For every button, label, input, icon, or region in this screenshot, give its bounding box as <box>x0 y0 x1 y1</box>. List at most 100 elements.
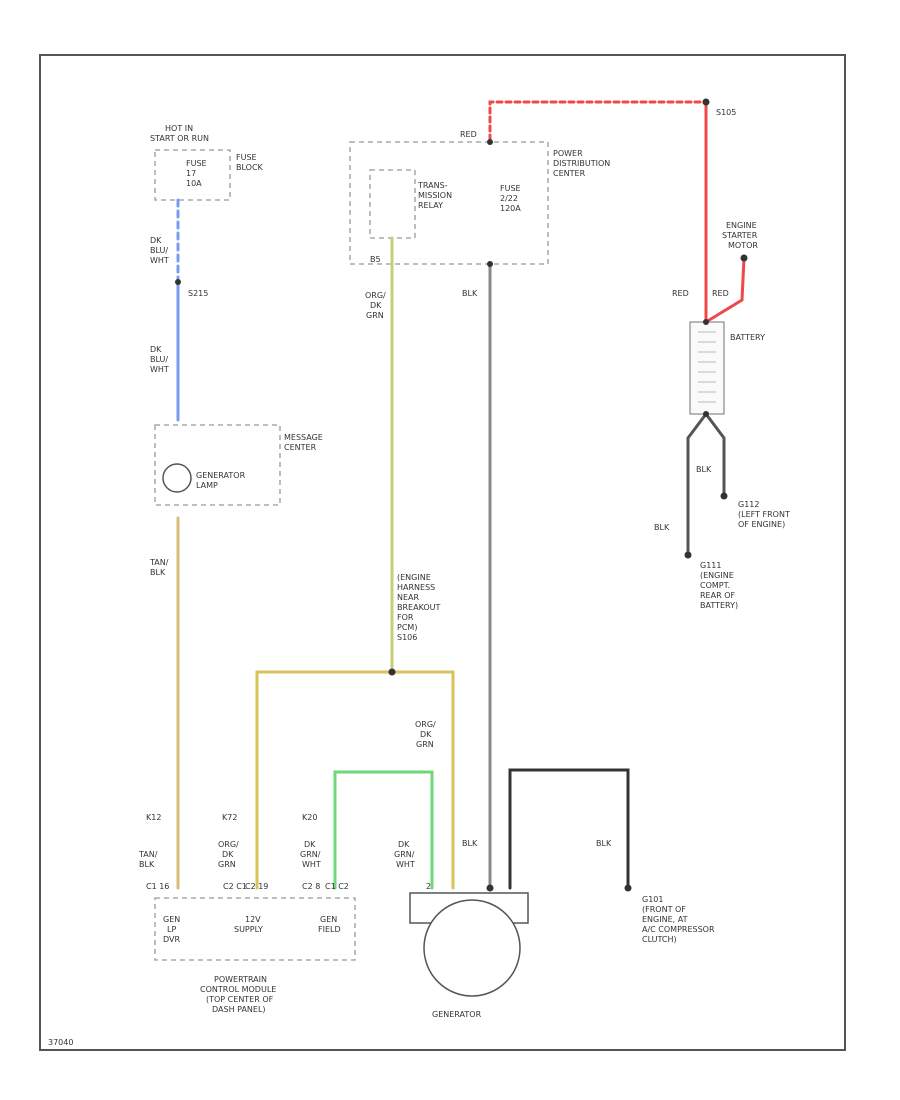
svg-text:WHT: WHT <box>302 860 321 869</box>
label-dk-grn-wht-1: DK GRN/ WHT <box>300 840 321 869</box>
label-b5: B5 <box>370 255 381 264</box>
svg-text:GRN/: GRN/ <box>300 850 321 859</box>
label-power-distribution: POWER DISTRIBUTION CENTER <box>553 149 610 178</box>
wire-org-dkgrn-lower <box>255 670 455 890</box>
label-transmission-relay: TRANS- MISSION RELAY <box>417 181 452 210</box>
svg-text:LAMP: LAMP <box>196 481 218 490</box>
svg-text:FUSE: FUSE <box>500 184 521 193</box>
svg-text:CENTER: CENTER <box>553 169 586 178</box>
label-generator: GENERATOR <box>432 1010 482 1019</box>
svg-text:ENGINE, AT: ENGINE, AT <box>642 915 688 924</box>
svg-text:GEN: GEN <box>320 915 337 924</box>
svg-text:S106: S106 <box>397 633 417 642</box>
label-pcm-gen-field: GEN FIELD <box>318 915 341 934</box>
label-blk-gen: BLK <box>462 839 478 848</box>
power-distribution-box <box>349 141 549 265</box>
svg-text:ORG/: ORG/ <box>218 840 239 849</box>
label-hot-in: HOT IN START OR RUN <box>150 124 209 143</box>
svg-text:BLU/: BLU/ <box>150 246 168 255</box>
wire-red-dashed <box>488 100 708 142</box>
label-blk-right: BLK <box>596 839 612 848</box>
svg-text:START OR RUN: START OR RUN <box>150 134 209 143</box>
svg-text:TAN/: TAN/ <box>149 558 169 567</box>
transmission-relay-box <box>369 169 416 239</box>
svg-text:SUPPLY: SUPPLY <box>234 925 263 934</box>
connector-red-top <box>487 139 493 145</box>
svg-text:ENGINE: ENGINE <box>726 221 757 230</box>
wire-red-starter <box>704 256 746 324</box>
svg-text:RED: RED <box>672 289 689 298</box>
label-tan-blk-2: TAN/ BLK <box>138 850 158 869</box>
svg-text:DK: DK <box>398 840 410 849</box>
svg-text:G112: G112 <box>738 500 759 509</box>
svg-text:BLU/: BLU/ <box>150 355 168 364</box>
generator-lamp-icon <box>162 463 192 493</box>
label-blk-center: BLK <box>462 289 478 298</box>
svg-text:DVR: DVR <box>163 935 180 944</box>
svg-text:BLOCK: BLOCK <box>236 163 264 172</box>
svg-text:10A: 10A <box>186 179 202 188</box>
splice-s215 <box>175 279 181 285</box>
svg-text:WHT: WHT <box>396 860 415 869</box>
svg-text:ORG/: ORG/ <box>365 291 386 300</box>
label-pcm-title: POWERTRAIN CONTROL MODULE (TOP CENTER OF… <box>200 975 276 1014</box>
splice-s105 <box>702 98 710 106</box>
label-red-red: RED RED <box>672 289 729 298</box>
label-generator-lamp: GENERATOR LAMP <box>196 471 246 490</box>
generator-terminal <box>486 884 494 892</box>
label-dk-blu-wht-2: DK BLU/ WHT <box>150 345 169 374</box>
battery-positive <box>703 319 709 325</box>
svg-text:C2 C1: C2 C1 <box>223 882 247 891</box>
generator-icon <box>423 899 521 997</box>
svg-text:C1 C2: C1 C2 <box>325 882 349 891</box>
svg-text:CONTROL MODULE: CONTROL MODULE <box>200 985 276 994</box>
svg-text:HOT IN: HOT IN <box>165 124 193 133</box>
battery-negative <box>703 411 709 417</box>
svg-text:G111: G111 <box>700 561 721 570</box>
svg-text:POWER: POWER <box>553 149 583 158</box>
svg-text:G101: G101 <box>642 895 663 904</box>
svg-text:MOTOR: MOTOR <box>728 241 758 250</box>
wire-blk-g111 <box>686 412 708 557</box>
svg-text:GRN: GRN <box>218 860 236 869</box>
svg-text:TRANS-: TRANS- <box>417 181 448 190</box>
diagram-id: 37040 <box>48 1038 73 1047</box>
label-message-center: MESSAGE CENTER <box>284 433 323 452</box>
svg-text:17: 17 <box>186 169 196 178</box>
label-org-dk-grn-3: ORG/ DK GRN <box>218 840 239 869</box>
svg-text:2: 2 <box>426 882 431 891</box>
wire-blk-g101 <box>508 768 630 890</box>
svg-text:BLK: BLK <box>150 568 166 577</box>
label-s215: S215 <box>188 289 208 298</box>
svg-text:DK: DK <box>150 236 162 245</box>
ground-g101 <box>624 884 632 892</box>
splice-s106 <box>388 668 396 676</box>
fuse-block-box <box>154 149 231 201</box>
label-tan-blk-1: TAN/ BLK <box>149 558 169 577</box>
svg-text:BLK: BLK <box>139 860 155 869</box>
svg-text:DISTRIBUTION: DISTRIBUTION <box>553 159 610 168</box>
svg-text:(LEFT FRONT: (LEFT FRONT <box>738 510 790 519</box>
label-dk-blu-wht-1: DK BLU/ WHT <box>150 236 169 265</box>
label-pcm-12v: 12V SUPPLY <box>234 915 263 934</box>
svg-text:C2 8: C2 8 <box>302 882 320 891</box>
svg-text:(FRONT OF: (FRONT OF <box>642 905 686 914</box>
connector-pin-labels: C1 16 C2 C1 C2 19 C2 8 C1 C2 2 <box>146 882 431 891</box>
label-s105: S105 <box>716 108 736 117</box>
label-fuse-block: FUSE BLOCK <box>236 153 264 172</box>
wire-dkgrn-wht <box>333 770 434 890</box>
svg-text:COMPT.: COMPT. <box>700 581 730 590</box>
svg-text:CENTER: CENTER <box>284 443 317 452</box>
label-pcm-gen-lp: GEN LP DVR <box>163 915 180 944</box>
label-g111: G111 (ENGINE COMPT. REAR OF BATTERY) <box>700 561 738 610</box>
svg-text:C1 16: C1 16 <box>146 882 169 891</box>
svg-text:(ENGINE: (ENGINE <box>397 573 431 582</box>
svg-text:MESSAGE: MESSAGE <box>284 433 323 442</box>
svg-text:RELAY: RELAY <box>418 201 443 210</box>
svg-text:GRN: GRN <box>416 740 434 749</box>
svg-text:GRN/: GRN/ <box>394 850 415 859</box>
label-k72: K72 <box>222 813 237 822</box>
svg-text:GRN: GRN <box>366 311 384 320</box>
svg-text:REAR OF: REAR OF <box>700 591 735 600</box>
label-k20: K20 <box>302 813 317 822</box>
